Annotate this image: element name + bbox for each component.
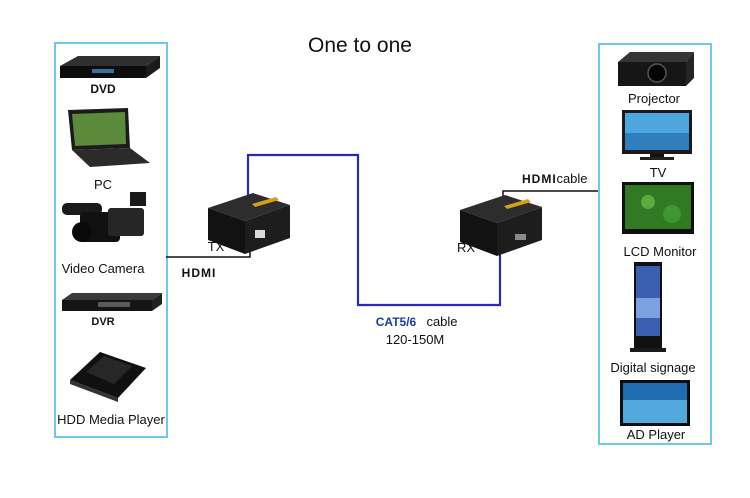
rx-label: RX [456,240,476,255]
dvd-player-icon [60,56,160,78]
ad-player-label: AD Player [626,427,686,442]
cat-cable-line [246,153,502,307]
hdmi-right-label: HDMI [522,172,557,186]
dvd-label: DVD [90,82,116,96]
ad-player-icon [620,380,690,426]
projector-label: Projector [627,91,681,106]
video-camera-icon [62,192,146,242]
lcd-monitor-icon [622,182,694,234]
dvr-icon [62,293,162,311]
digital-signage-icon [630,262,666,352]
tv-label: TV [649,165,667,180]
cat-cable-word: cable [426,314,458,329]
tv-icon [622,110,692,160]
diagram-title: One to one [308,34,412,57]
tx-extender-icon [208,193,290,254]
dvr-label: DVR [91,316,115,328]
video-camera-label: Video Camera [61,261,145,276]
lcd-monitor-label: LCD Monitor [623,244,697,259]
tx-label: TX [207,239,225,254]
digital-signage-label: Digital signage [610,360,696,375]
display-devices-panel [598,43,712,445]
hdd-media-player-label: HDD Media Player [57,412,165,427]
hdmi-cable-right [502,190,598,199]
cat-cable-label: CAT5/6 [375,315,417,329]
laptop-icon [68,108,150,167]
pc-label: PC [93,177,113,192]
hdmi-left-label: HDMI [181,266,217,280]
hdmi-right-cable-word: cable [556,171,588,186]
projector-icon [618,52,694,86]
source-devices-panel [54,42,168,438]
cat-length-label: 120-150M [385,332,445,347]
rx-extender-icon [460,195,542,256]
hdd-media-player-icon [70,352,146,402]
